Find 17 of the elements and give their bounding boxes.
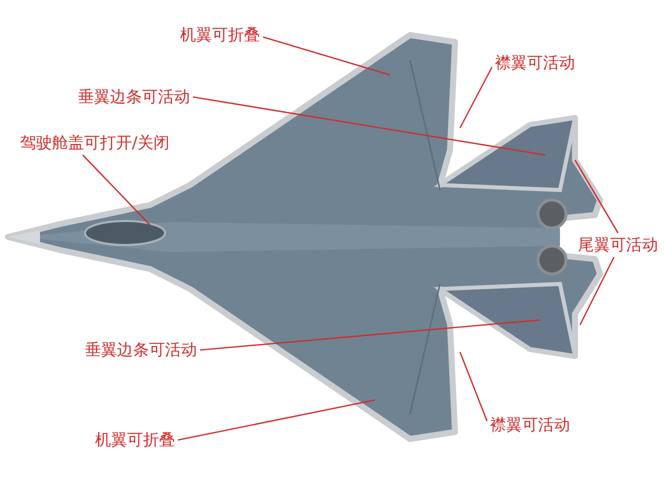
callout-label: 机翼可折叠: [95, 430, 175, 450]
callout-label: 垂翼边条可活动: [85, 340, 197, 360]
callout-label: 机翼可折叠: [180, 25, 260, 45]
leader-line: [574, 160, 619, 234]
callout-label: 襟翼可活动: [495, 53, 575, 73]
callout-label: 襟翼可活动: [490, 415, 570, 435]
leader-line: [459, 66, 493, 128]
leader-line: [192, 96, 546, 156]
leader-line: [178, 399, 376, 441]
leader-line: [579, 256, 615, 326]
callout-label: 尾翼可活动: [578, 235, 658, 255]
leader-line: [459, 352, 488, 422]
leader-line: [82, 154, 150, 226]
callout-label: 垂翼边条可活动: [78, 87, 190, 107]
leader-line: [262, 36, 390, 76]
leader-line: [200, 319, 540, 351]
callout-label: 驾驶舱盖可打开/关闭: [20, 133, 170, 153]
